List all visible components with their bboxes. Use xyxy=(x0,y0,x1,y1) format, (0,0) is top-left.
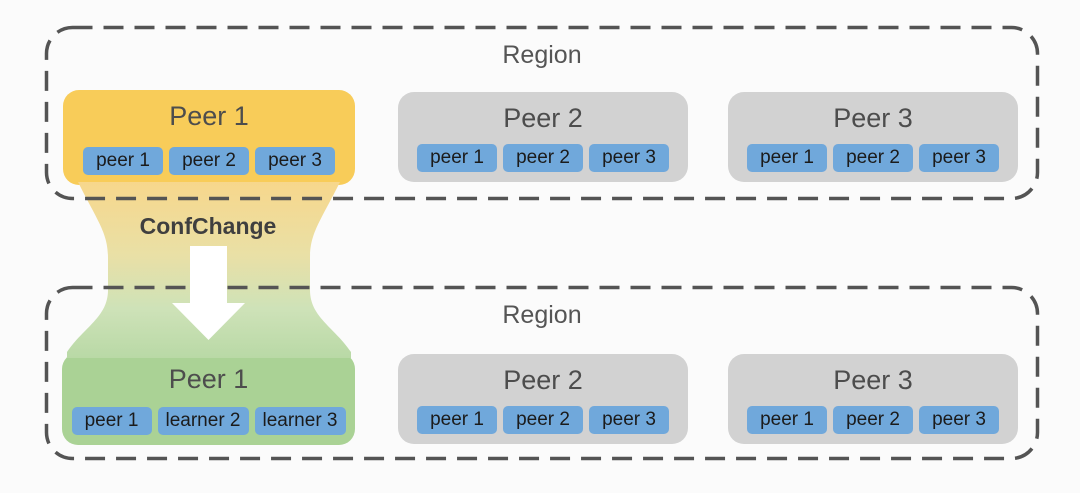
peer-box-leader: Peer 1 peer 1 peer 2 peer 3 xyxy=(63,90,355,185)
peer-box-follower: Peer 2 peer 1 peer 2 peer 3 xyxy=(398,354,688,444)
learner-chip: learner 2 xyxy=(157,407,249,435)
replica-chip-row: peer 1 peer 2 peer 3 xyxy=(63,147,355,175)
replica-chip: peer 1 xyxy=(747,406,827,434)
peer-title: Peer 3 xyxy=(833,103,913,133)
replica-chip: peer 1 xyxy=(83,147,163,175)
peer-box-follower: Peer 3 peer 1 peer 2 peer 3 xyxy=(728,92,1018,182)
replica-chip: peer 1 xyxy=(747,144,827,172)
replica-chip: peer 1 xyxy=(71,407,152,435)
region-label: Region xyxy=(502,301,582,329)
replica-chip: peer 2 xyxy=(833,144,913,172)
replica-chip-row: peer 1 learner 2 learner 3 xyxy=(62,407,355,435)
learner-chip: learner 3 xyxy=(254,407,346,435)
peer-title: Peer 1 xyxy=(169,101,249,131)
peer-title: Peer 2 xyxy=(503,103,583,133)
peer-title: Peer 2 xyxy=(503,365,583,395)
peer-box-follower: Peer 2 peer 1 peer 2 peer 3 xyxy=(398,92,688,182)
replica-chip-row: peer 1 peer 2 peer 3 xyxy=(728,144,1018,172)
replica-chip: peer 3 xyxy=(589,144,669,172)
replica-chip: peer 3 xyxy=(919,144,999,172)
replica-chip-row: peer 1 peer 2 peer 3 xyxy=(398,406,688,434)
peer-box-follower: Peer 3 peer 1 peer 2 peer 3 xyxy=(728,354,1018,444)
region-after: Region Peer 1 peer 1 learner 2 learner 3… xyxy=(45,286,1039,460)
replica-chip: peer 2 xyxy=(833,406,913,434)
replica-chip: peer 1 xyxy=(417,144,497,172)
replica-chip-row: peer 1 peer 2 peer 3 xyxy=(398,144,688,172)
replica-chip: peer 2 xyxy=(503,144,583,172)
replica-chip: peer 3 xyxy=(255,147,335,175)
replica-chip: peer 1 xyxy=(417,406,497,434)
replica-chip-row: peer 1 peer 2 peer 3 xyxy=(728,406,1018,434)
replica-chip: peer 2 xyxy=(169,147,249,175)
region-before: Region Peer 1 peer 1 peer 2 peer 3 Peer … xyxy=(45,26,1039,200)
peer-title: Peer 3 xyxy=(833,365,913,395)
region-label: Region xyxy=(502,41,582,69)
replica-chip: peer 3 xyxy=(919,406,999,434)
peer-title: Peer 1 xyxy=(168,364,249,394)
replica-chip: peer 3 xyxy=(589,406,669,434)
replica-chip: peer 2 xyxy=(503,406,583,434)
peer-box-leader-after-confchange: Peer 1 peer 1 learner 2 learner 3 xyxy=(62,353,355,445)
